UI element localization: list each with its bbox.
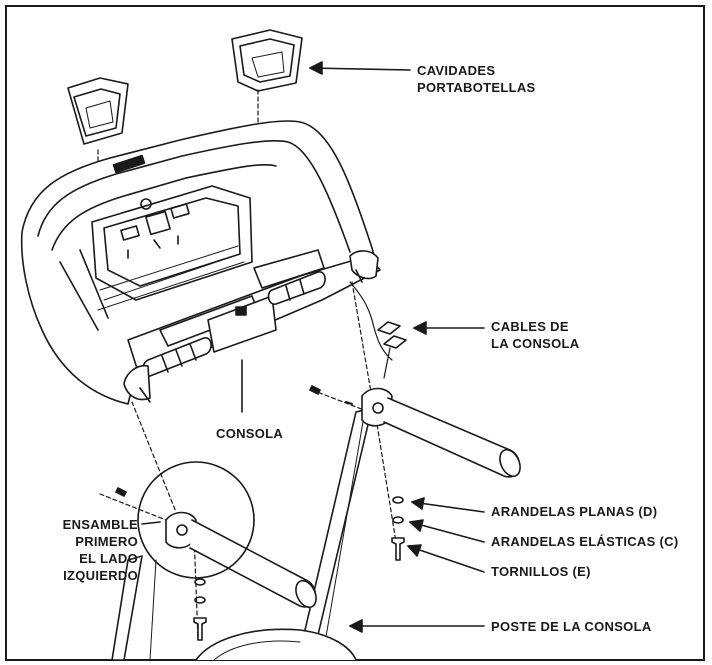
assemble-left-label-line4: IZQUIERDO <box>63 568 138 583</box>
magnifier-circle <box>137 461 255 579</box>
console-tray <box>123 249 381 403</box>
assemble-left-label-line3: EL LADO <box>79 551 138 566</box>
console-post-left <box>111 511 317 661</box>
assemble-left-label-line2: PRIMERO <box>75 534 138 549</box>
spring-washers-label-text: ARANDELAS ELÁSTICAS (C) <box>491 534 679 549</box>
console-cable-connectors <box>349 281 407 379</box>
console-cables-label: CABLES DE LA CONSOLA <box>491 318 579 352</box>
screws-label: TORNILLOS (E) <box>491 563 591 580</box>
console-cables-label-line2: LA CONSOLA <box>491 336 580 351</box>
base-frame <box>195 628 357 661</box>
console-body <box>20 120 379 405</box>
console-post-label-text: POSTE DE LA CONSOLA <box>491 619 652 634</box>
bottle-holders-label-line1: CAVIDADES <box>417 63 496 78</box>
assemble-left-label-line1: ENSAMBLE <box>62 517 138 532</box>
spring-washers-label: ARANDELAS ELÁSTICAS (C) <box>491 533 678 550</box>
leader-arrows <box>141 61 485 633</box>
bottle-holders-label-line2: PORTABOTELLAS <box>417 80 536 95</box>
flat-washers-label: ARANDELAS PLANAS (D) <box>491 503 657 520</box>
screws-label-text: TORNILLOS (E) <box>491 564 591 579</box>
console-post-label: POSTE DE LA CONSOLA <box>491 618 652 635</box>
bottle-holder-left <box>67 77 129 145</box>
hardware-left <box>115 487 207 641</box>
flat-washers-label-text: ARANDELAS PLANAS (D) <box>491 504 658 519</box>
bottle-holders-label: CAVIDADES PORTABOTELLAS <box>417 62 536 96</box>
hardware-right <box>309 385 405 561</box>
assemble-left-label: ENSAMBLE PRIMERO EL LADO IZQUIERDO <box>30 516 138 584</box>
console-cables-label-line1: CABLES DE <box>491 319 569 334</box>
console-label: CONSOLA <box>216 425 283 442</box>
bottle-holder-right <box>231 29 303 92</box>
console-label-text: CONSOLA <box>216 426 284 441</box>
